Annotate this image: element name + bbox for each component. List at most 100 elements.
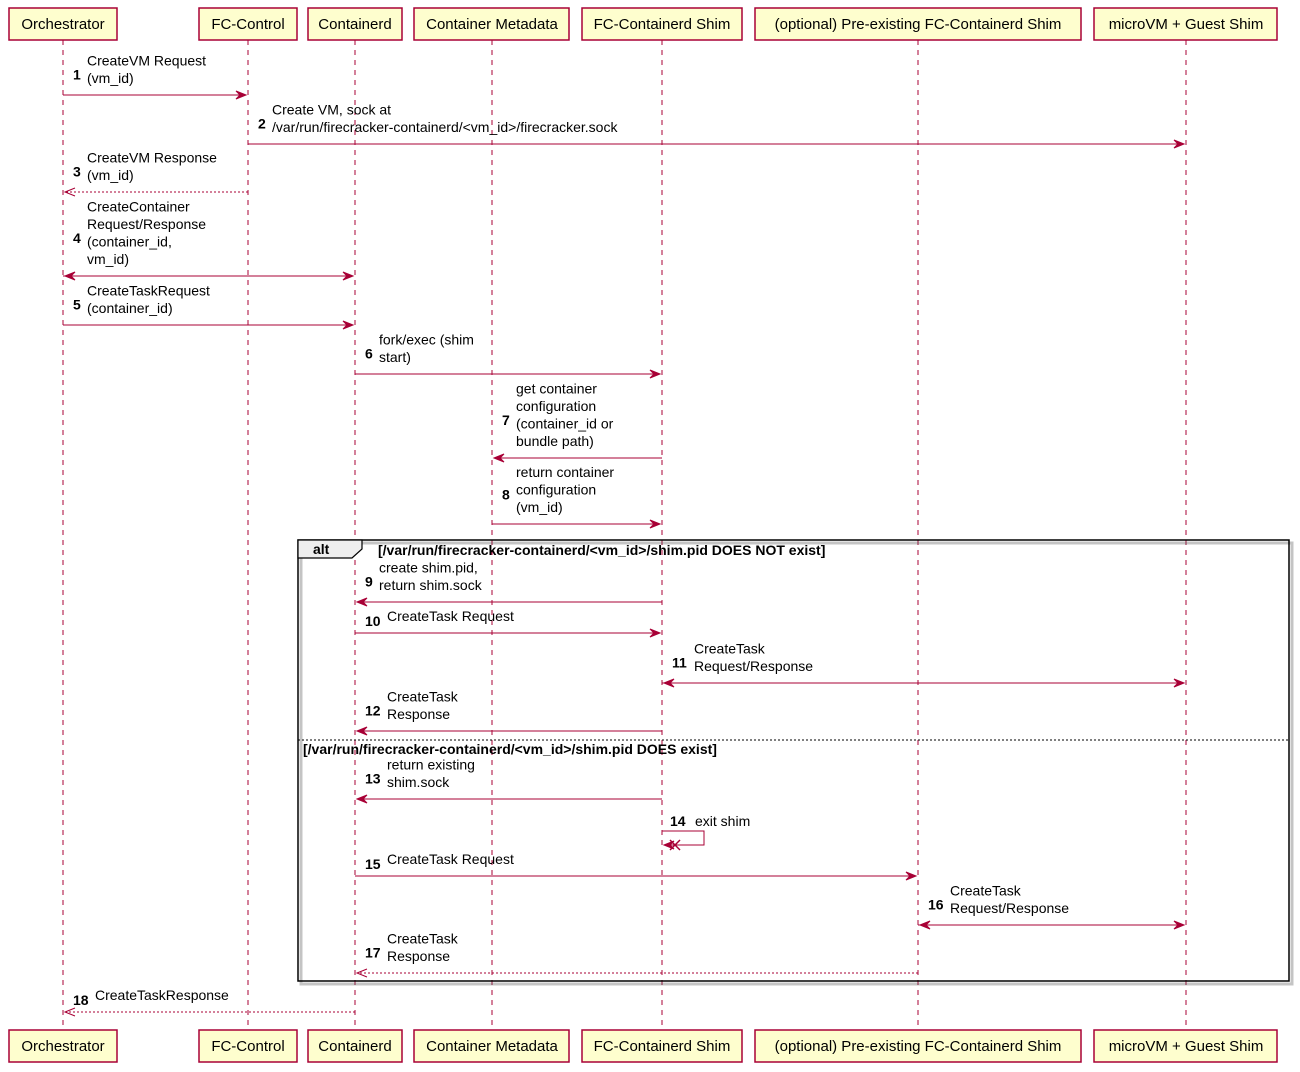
message-number: 11 bbox=[672, 654, 687, 670]
participant-fcc-bottom: FC-Control bbox=[198, 1029, 298, 1063]
participants-top: Orchestrator FC-Control Containerd Containe… bbox=[8, 7, 1278, 41]
message-label-line: (vm_id) bbox=[87, 167, 134, 183]
message-label-line: start) bbox=[379, 349, 411, 365]
participant-box bbox=[581, 1029, 743, 1063]
alt-guard-not-exist: [/var/run/firecracker-containerd/<vm_id>… bbox=[378, 542, 825, 558]
message-label-line: (vm_id) bbox=[87, 70, 134, 86]
destroy-mark bbox=[669, 839, 681, 851]
message-label-line: (container_id or bbox=[516, 416, 614, 432]
arrow-head bbox=[355, 726, 368, 736]
participant-box bbox=[307, 1029, 403, 1063]
arrow-head bbox=[63, 271, 76, 281]
participant-box bbox=[1093, 1029, 1278, 1063]
message-label-line: bundle path) bbox=[516, 433, 594, 449]
arrow-head bbox=[355, 597, 368, 607]
participant-preshim-top: (optional) Pre-existing FC-Containerd Sh… bbox=[754, 7, 1082, 41]
message-label-line: create shim.pid, bbox=[379, 560, 478, 576]
message-label-line: configuration bbox=[516, 398, 596, 414]
participant-vm-bottom: microVM + Guest Shim bbox=[1093, 1029, 1278, 1063]
message-number: 18 bbox=[73, 992, 89, 1008]
message-18: 18 CreateTaskResponse bbox=[63, 987, 355, 1017]
message-label-line: Create VM, sock at bbox=[272, 102, 391, 118]
participant-label: Orchestrator bbox=[21, 1038, 104, 1055]
arrow-head bbox=[63, 1007, 76, 1017]
message-3: 3 CreateVM Response(vm_id) bbox=[63, 150, 248, 197]
participant-label: Containerd bbox=[318, 1038, 391, 1055]
message-number: 8 bbox=[502, 487, 510, 503]
message-number: 1 bbox=[73, 66, 81, 82]
participant-ctd-bottom: Containerd bbox=[307, 1029, 403, 1063]
message-number: 9 bbox=[365, 573, 373, 589]
message-label-line: CreateTaskResponse bbox=[95, 987, 229, 1003]
participant-box bbox=[581, 7, 743, 41]
participant-meta-bottom: Container Metadata bbox=[413, 1029, 570, 1063]
arrow-head bbox=[649, 519, 662, 529]
arrow-head bbox=[1173, 139, 1186, 149]
participant-box bbox=[413, 7, 570, 41]
message-label-line: (container_id, bbox=[87, 234, 172, 250]
message-number: 2 bbox=[258, 115, 266, 131]
message-label-line: CreateContainer bbox=[87, 199, 190, 215]
participant-label: (optional) Pre-existing FC-Containerd Sh… bbox=[775, 16, 1062, 33]
message-number: 5 bbox=[73, 296, 81, 312]
message-10: 10 CreateTask Request bbox=[355, 608, 662, 638]
message-number: 13 bbox=[365, 770, 381, 786]
message-label-line: CreateTask Request bbox=[387, 851, 514, 867]
participant-box bbox=[198, 1029, 298, 1063]
arrow-head bbox=[355, 968, 368, 978]
message-label-line: CreateTask Request bbox=[387, 608, 514, 624]
participant-label: Container Metadata bbox=[426, 16, 558, 33]
participant-label: microVM + Guest Shim bbox=[1109, 16, 1264, 33]
message-label-line: (container_id) bbox=[87, 300, 173, 316]
participant-box bbox=[1093, 7, 1278, 41]
self-loop-line bbox=[662, 830, 705, 846]
message-label-line: Request/Response bbox=[950, 900, 1069, 916]
message-number: 16 bbox=[928, 896, 944, 912]
arrow-head bbox=[342, 320, 355, 330]
arrow-head bbox=[63, 187, 76, 197]
alt-frame-border bbox=[297, 539, 1290, 982]
participant-fcc-top: FC-Control bbox=[198, 7, 298, 41]
participant-meta-top: Container Metadata bbox=[413, 7, 570, 41]
participant-label: Orchestrator bbox=[21, 16, 104, 33]
lifelines bbox=[62, 40, 1187, 1030]
participant-label: FC-Containerd Shim bbox=[594, 1038, 731, 1055]
participant-label: FC-Control bbox=[211, 1038, 284, 1055]
participant-ctd-top: Containerd bbox=[307, 7, 403, 41]
message-number: 3 bbox=[73, 163, 81, 179]
message-label-line: Response bbox=[387, 706, 450, 722]
message-label-line: configuration bbox=[516, 482, 596, 498]
message-label: exit shim bbox=[695, 813, 750, 829]
arrow-head bbox=[649, 628, 662, 638]
message-label-line: CreateVM Response bbox=[87, 150, 217, 166]
arrow-head bbox=[905, 871, 918, 881]
message-number: 10 bbox=[365, 613, 381, 629]
participant-label: FC-Containerd Shim bbox=[594, 16, 731, 33]
participant-shim-top: FC-Containerd Shim bbox=[581, 7, 743, 41]
arrow-head bbox=[235, 90, 248, 100]
message-label-line: /var/run/firecracker-containerd/<vm_id>/… bbox=[272, 119, 618, 135]
participant-box bbox=[8, 7, 118, 41]
message-number: 4 bbox=[73, 230, 81, 246]
message-label-line: Response bbox=[387, 948, 450, 964]
message-label-line: CreateTask bbox=[387, 689, 459, 705]
arrow-head bbox=[342, 271, 355, 281]
message-label-line: CreateVM Request bbox=[87, 53, 206, 69]
message-label-line: return existing bbox=[387, 757, 475, 773]
arrow-head bbox=[492, 453, 505, 463]
alt-guard-exist: [/var/run/firecracker-containerd/<vm_id>… bbox=[303, 741, 717, 757]
arrow-head bbox=[355, 794, 368, 804]
message-number: 6 bbox=[365, 345, 373, 361]
